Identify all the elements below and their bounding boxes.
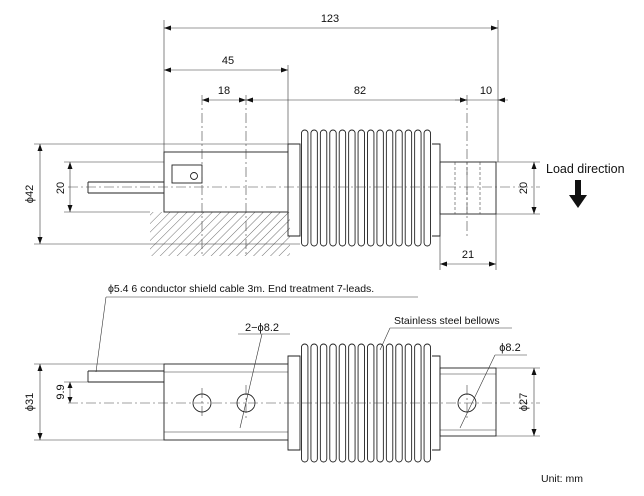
bellows-fin — [348, 129, 356, 247]
body-mid-line — [163, 151, 289, 213]
dim-10: 10 — [480, 85, 492, 97]
load-direction-arrow-icon — [569, 180, 587, 208]
flange-right — [432, 143, 441, 237]
flange-left — [287, 143, 301, 237]
dim-21: 21 — [462, 249, 474, 261]
flange-left-bottom — [287, 355, 301, 451]
bellows-fin — [319, 129, 328, 247]
bellows-fin — [423, 129, 431, 247]
bellows-top — [301, 129, 431, 247]
bellows-fin — [301, 129, 309, 247]
bottom-view: ϕ31 9.9 ϕ27 2−ϕ8.2 ϕ8.2 Stainless steel … — [24, 315, 540, 463]
bellows-fin — [367, 129, 375, 247]
dim-18: 18 — [218, 85, 230, 97]
dim-45: 45 — [222, 55, 234, 67]
dim-load-20: 20 — [518, 182, 530, 194]
bellows-fin — [357, 129, 365, 247]
bellows-fin — [367, 343, 375, 463]
load-end-bottom — [439, 367, 497, 437]
cable-top — [87, 181, 164, 194]
bellows-fin — [310, 129, 318, 247]
dim-82: 82 — [354, 85, 366, 97]
unit-label: Unit: mm — [541, 473, 583, 485]
dim-phi27: ϕ27 — [518, 393, 530, 411]
dim-phi31: ϕ31 — [24, 393, 36, 411]
load-cell-body-bottom — [163, 363, 289, 441]
hole-dia-callout: ϕ8.2 — [499, 342, 520, 354]
dim-cable-20: 20 — [55, 182, 67, 194]
bellows-fin — [348, 343, 356, 463]
cable-bottom — [87, 370, 164, 383]
dim-9-9: 9.9 — [55, 384, 67, 399]
top-view: 123 45 18 82 10 ϕ42 20 — [24, 13, 625, 270]
bellows-callout: Stainless steel bellows — [394, 315, 500, 327]
bellows-fin — [329, 129, 337, 247]
bellows-fin — [338, 129, 347, 247]
connector-screw — [190, 172, 198, 180]
cable-note: ϕ5.4 6 conductor shield cable 3m. End tr… — [108, 283, 374, 295]
dim-phi42: ϕ42 — [24, 185, 36, 203]
bellows-fin — [376, 129, 384, 247]
bellows-fin — [395, 129, 403, 247]
dim-123: 123 — [321, 13, 339, 25]
bellows-fin — [414, 129, 422, 247]
bellows-fin — [404, 129, 413, 247]
load-boss — [439, 161, 497, 215]
load-cell-body-top — [163, 151, 289, 213]
holes-callout: 2−ϕ8.2 — [245, 322, 279, 334]
bellows-fin — [385, 129, 394, 247]
load-direction-label: Load direction — [546, 162, 625, 176]
fixing-base-hatch — [150, 212, 290, 256]
connector-recess — [171, 164, 203, 184]
